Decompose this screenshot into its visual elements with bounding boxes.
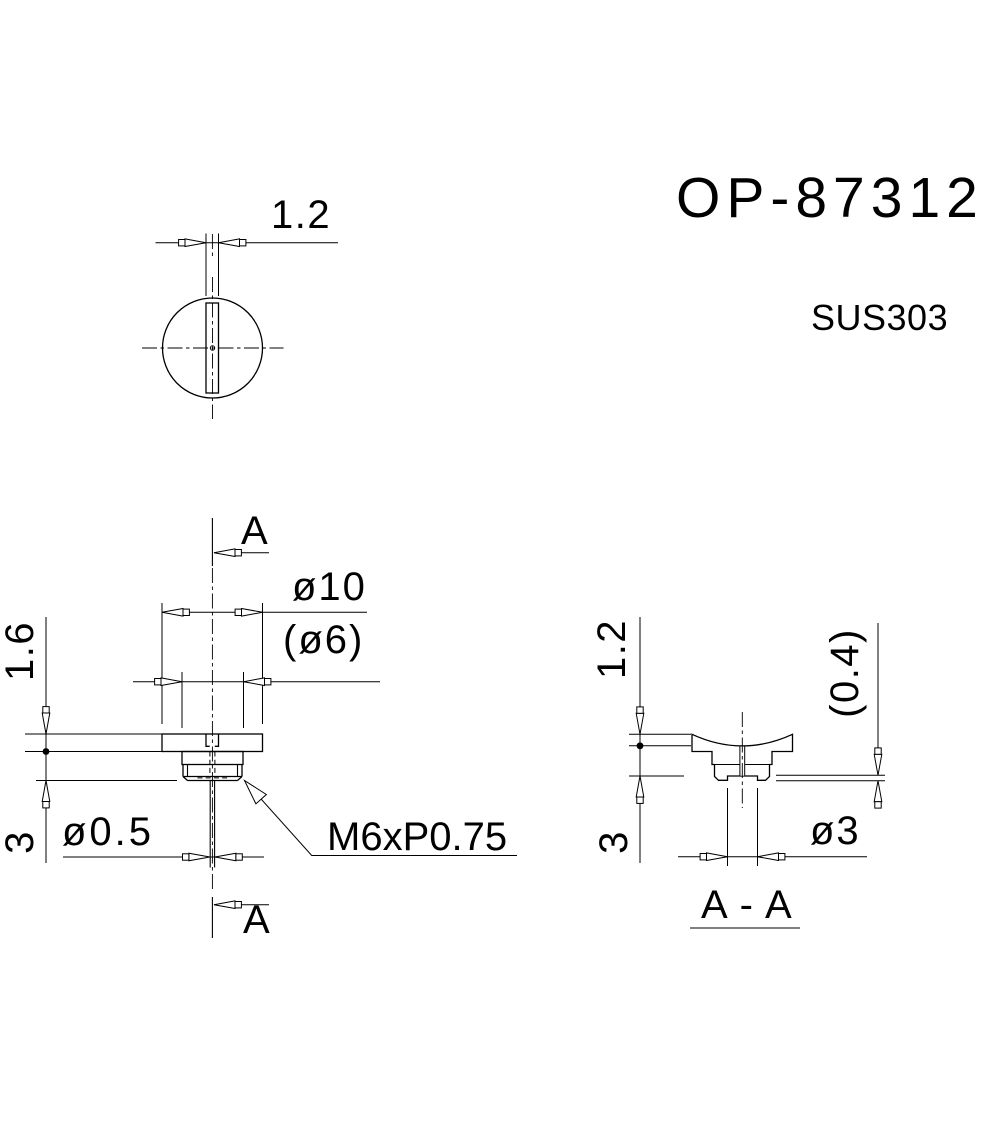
dim-pin-diameter: ø0.5 <box>62 810 155 854</box>
dim-flange-thickness: 1.6 <box>0 620 42 682</box>
dim-recess-diameter: ø3 <box>810 809 861 853</box>
dim-flange-diameter: ø10 <box>292 565 367 609</box>
thread-callout: M6xP0.75 <box>327 815 508 859</box>
section-view-title: A-A <box>701 883 804 927</box>
dim-top-slot-width: 1.2 <box>271 193 332 237</box>
section-cut-marks <box>211 518 269 938</box>
section-mark-bottom: A <box>243 898 272 942</box>
dim-recess-depth: (0.4) <box>823 628 867 718</box>
dim-section-core-depth: 3 <box>592 830 636 854</box>
section-mark-top: A <box>241 509 270 553</box>
dim-body-length: 3 <box>0 830 42 854</box>
section-view-linework <box>629 617 885 929</box>
part-number: OP-87312 <box>676 166 984 230</box>
material-spec: SUS303 <box>811 297 949 338</box>
front-view-linework <box>25 518 517 938</box>
dim-pilot-diameter: (ø6) <box>283 618 365 662</box>
dim-section-slot-depth: 1.2 <box>590 618 634 680</box>
top-view-linework <box>142 233 338 419</box>
